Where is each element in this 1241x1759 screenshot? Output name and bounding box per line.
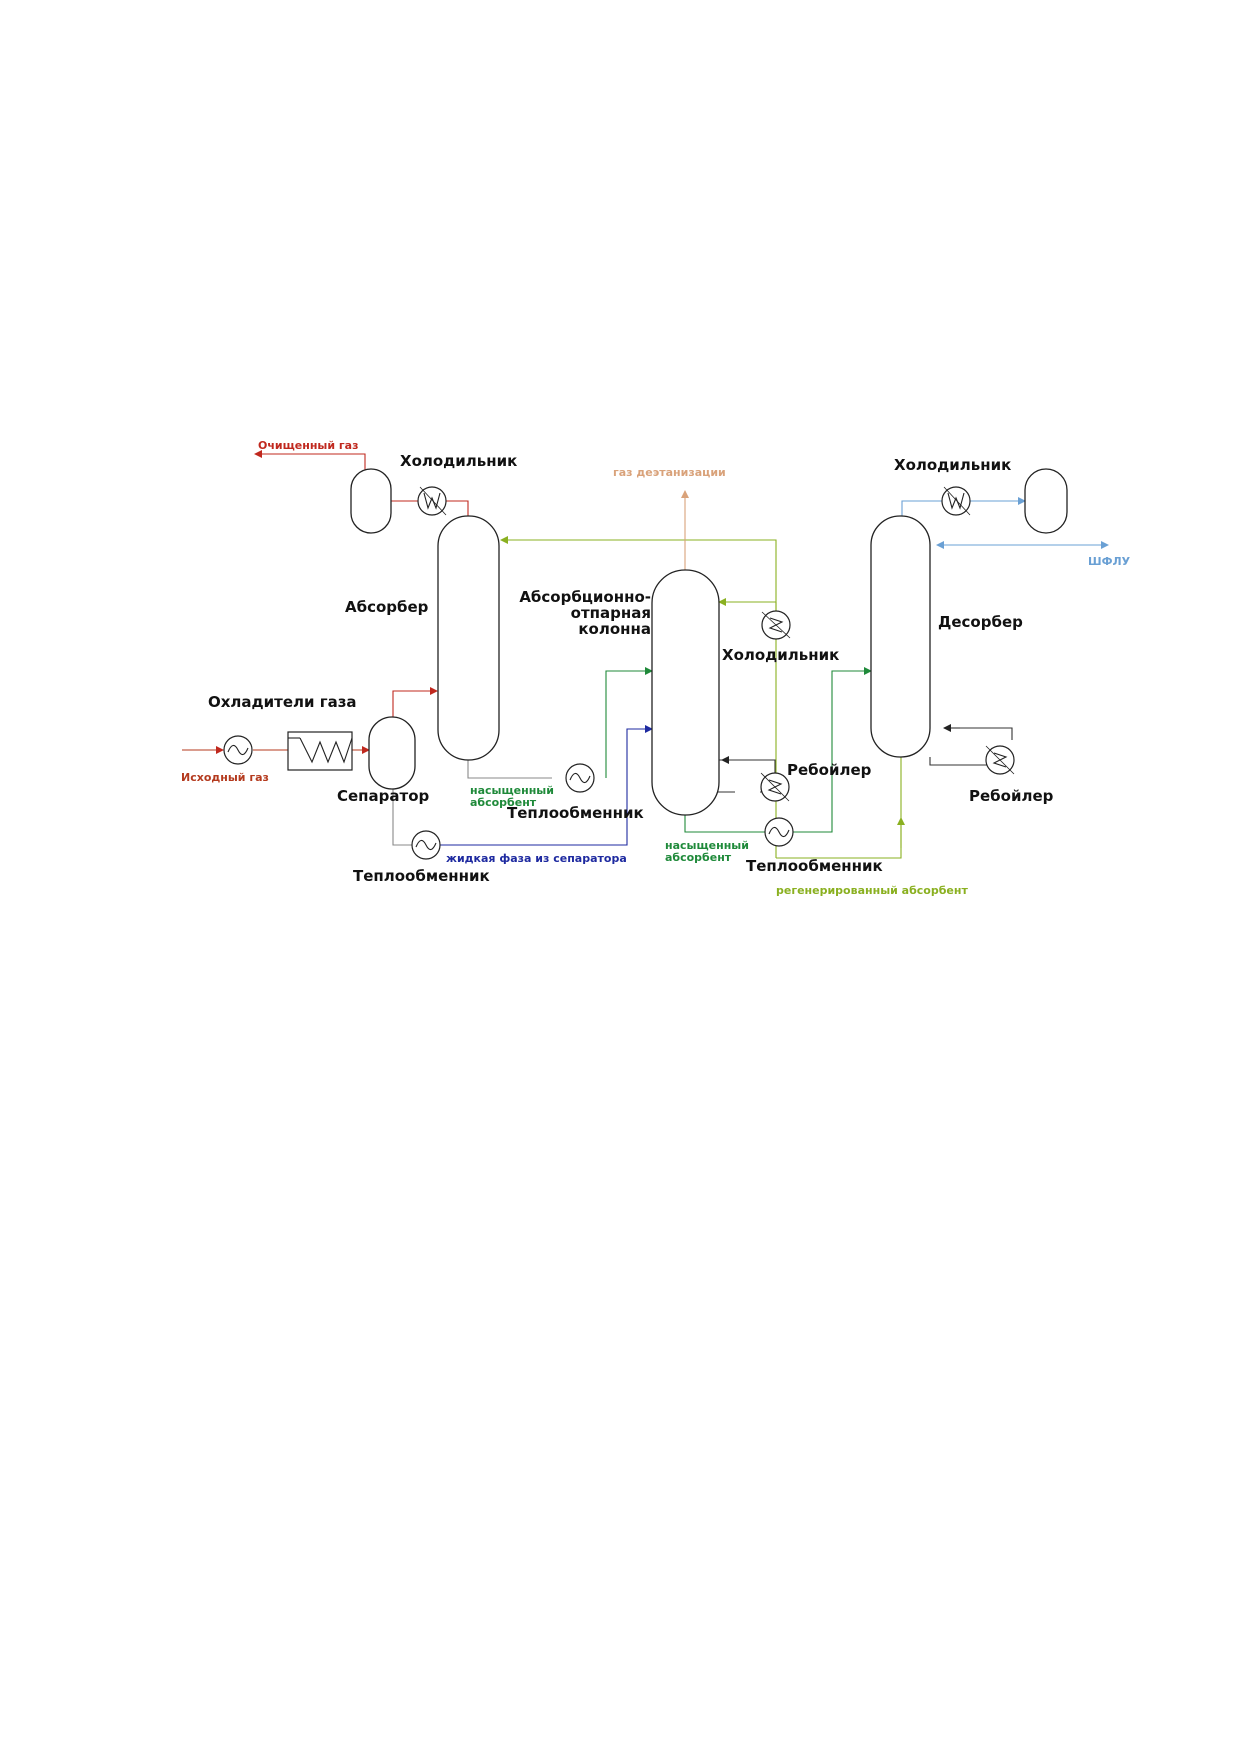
label-cooler-3: Холодильник (894, 456, 1011, 474)
stream-liquid-separator: жидкая фаза из сепаратора (446, 852, 627, 865)
stream-clean-gas: Очищенный газ (258, 439, 358, 452)
desorber-column (870, 515, 931, 758)
pipe-saturated-to-stripper (605, 667, 653, 778)
heat-exchanger-1 (565, 763, 595, 793)
label-hx-2: Теплообменник (353, 867, 490, 885)
stream-labels: Очищенный газ газ деэтанизации ШФЛУ Исхо… (181, 439, 1131, 897)
heat-exchanger-2 (411, 830, 441, 860)
label-cooler-2: Холодильник (722, 646, 839, 664)
label-reboiler-1: Ребойлер (787, 761, 872, 779)
stream-feed-gas: Исходный газ (181, 771, 269, 784)
absorber-column (437, 515, 500, 761)
label-stripper-line3: колонна (578, 620, 651, 638)
label-stripper-line1: Абсорбционно- (519, 588, 651, 606)
reboiler-1 (760, 772, 790, 802)
pipe-liquid-hx-out (440, 725, 653, 846)
stream-saturated-1-line1: насыщенный (470, 784, 554, 797)
stream-saturated-2-line2: абсорбент (665, 851, 732, 864)
cooler-1 (417, 486, 447, 516)
label-stripper-line2: отпарная (571, 604, 651, 622)
pipe-lean-recycle (500, 536, 777, 858)
label-cooler-1: Холодильник (400, 452, 517, 470)
feed-heat-exchanger (223, 735, 253, 765)
equipment (223, 468, 1068, 860)
separator-vessel (368, 716, 416, 790)
reflux-vessel-1 (350, 468, 392, 534)
stream-saturated-2-line1: насыщенный (665, 839, 749, 852)
pipe-saturated-absorber (467, 760, 552, 779)
label-desorber: Десорбер (938, 613, 1023, 631)
pipes (182, 450, 1109, 859)
stream-saturated-1-line2: абсорбент (470, 796, 537, 809)
cooler-2 (761, 610, 791, 640)
cooler-3 (941, 486, 971, 516)
label-absorber: Абсорбер (345, 598, 429, 616)
label-hx-3: Теплообменник (746, 857, 883, 875)
stream-deethanization-gas: газ деэтанизации (613, 466, 726, 479)
label-gas-coolers: Охладители газа (208, 693, 357, 711)
pipe-separator-absorber (392, 687, 438, 717)
pipe-desorber-overhead (901, 500, 943, 517)
pipe-regenerated (776, 757, 902, 859)
gas-cooler-unit (287, 731, 353, 771)
pipe-hx3-to-desorber (792, 667, 872, 833)
label-reboiler-2: Ребойлер (969, 787, 1054, 805)
pipe-clean-gas (254, 450, 366, 473)
reboiler-2 (985, 745, 1015, 775)
stream-regenerated: регенерированный абсорбент (776, 884, 968, 897)
equipment-labels: Холодильник Холодильник Холодильник Абсо… (208, 452, 1054, 885)
label-separator: Сепаратор (337, 787, 430, 805)
pipe-liquid-separator (392, 789, 412, 846)
stream-shflu: ШФЛУ (1088, 555, 1131, 568)
reflux-vessel-2 (1024, 468, 1068, 534)
heat-exchanger-3 (764, 817, 794, 847)
pipe-stripper-bottom (684, 815, 766, 833)
label-hx-1: Теплообменник (507, 804, 644, 822)
stripper-column (651, 569, 720, 816)
pipe-reboiler2-loop (929, 727, 1013, 766)
pipe-cooler1-absorber (445, 500, 469, 517)
